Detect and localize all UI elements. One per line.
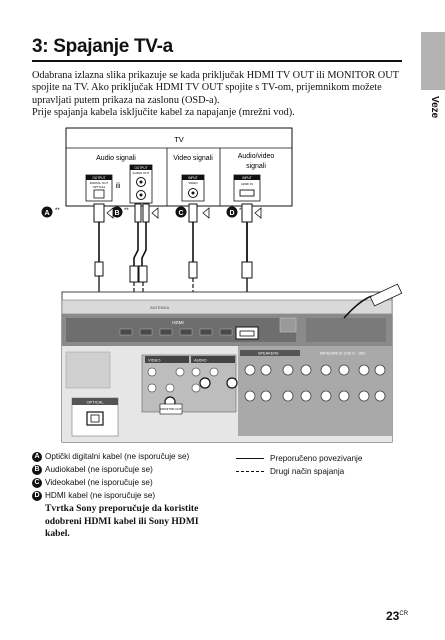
or-label: ili xyxy=(116,183,121,190)
svg-text:AUDIO OUT: AUDIO OUT xyxy=(133,171,150,175)
svg-text:D: D xyxy=(229,210,234,217)
tv-audio-out-port: OUTPUT AUDIO OUT xyxy=(129,164,153,204)
rear-audio-label: AUDIO xyxy=(194,358,207,363)
side-tab-marker xyxy=(421,32,445,90)
svg-text:**: ** xyxy=(124,208,129,214)
rear-optical-label: OPTICAL xyxy=(86,400,104,405)
badge-c-icon: C xyxy=(32,477,42,488)
intro-line: Prije spajanja kabela isključite kabel z… xyxy=(32,107,295,119)
audio-signals-label: Audio signali xyxy=(96,155,136,162)
heading-rule xyxy=(32,60,402,62)
svg-text:*: * xyxy=(239,208,242,214)
tv-hdmi-in-port: INPUT HDMI IN xyxy=(233,174,261,202)
svg-text:OUTPUT: OUTPUT xyxy=(134,166,147,170)
receiver-rear-panel: ANTENNA HDMI VIDEO AUDIO MONITOR OUT xyxy=(61,291,393,443)
badge-c: C xyxy=(175,206,187,218)
tv-label: TV xyxy=(174,135,184,144)
svg-text:OUTPUT: OUTPUT xyxy=(92,176,105,180)
tv-optical-port: OUTPUT DIGITAL OUT OPTICAL xyxy=(85,174,113,202)
page-number: 23CR xyxy=(386,609,409,623)
legend-recommended: Preporučeno povezivanje xyxy=(236,452,362,465)
direction-arrows xyxy=(106,207,262,219)
solid-line-icon xyxy=(236,458,264,459)
svg-text:INPUT: INPUT xyxy=(188,176,198,180)
rear-monitor-out-label: MONITOR OUT xyxy=(160,407,181,411)
svg-text:A: A xyxy=(44,210,49,217)
badge-d-icon: D xyxy=(32,490,42,501)
av-signals-label-2: signali xyxy=(246,163,266,170)
intro-line: spojite na TV. Ako priključak HDMI TV OU… xyxy=(32,82,382,94)
intro-text: Odabrana izlazna slika prikazuje se kada… xyxy=(32,70,412,120)
svg-text:DIGITAL OUT: DIGITAL OUT xyxy=(90,181,109,185)
svg-text:C: C xyxy=(178,210,183,217)
legend-alternative: Drugi način spajanja xyxy=(236,465,362,478)
rear-impedance-label: IMPEDANCE USE 6 - 16Ω xyxy=(320,352,365,356)
badge-a-icon: A xyxy=(32,451,42,462)
section-heading: 3: Spajanje TV-a xyxy=(32,36,173,57)
svg-text:**: ** xyxy=(55,208,60,214)
svg-text:HDMI IN: HDMI IN xyxy=(241,182,253,186)
intro-line: Odabrana izlazna slika prikazuje se kada… xyxy=(32,70,399,81)
dashed-line-icon xyxy=(236,471,264,472)
av-signals-label: Audio/video xyxy=(238,153,275,160)
rear-speakers-label: SPEAKERS xyxy=(258,352,279,356)
badge-b-icon: B xyxy=(32,464,42,475)
hdmi-note: Tvrtka Sony preporučuje da koristite odo… xyxy=(45,503,199,539)
svg-text:INPUT: INPUT xyxy=(242,176,252,180)
rear-hdmi-label: HDMI xyxy=(172,320,184,325)
badge-a: A ** xyxy=(41,206,60,218)
svg-text:VIDEO: VIDEO xyxy=(188,181,198,185)
svg-text:OPTICAL: OPTICAL xyxy=(93,185,106,189)
rear-video-label: VIDEO xyxy=(148,358,160,363)
tv-video-in-port: INPUT VIDEO xyxy=(181,174,205,202)
svg-text:B: B xyxy=(114,210,119,217)
badge-d: D * xyxy=(226,206,242,218)
video-signals-label: Video signali xyxy=(173,155,213,162)
intro-line: upravljati putem prikaza na zaslonu (OSD… xyxy=(32,94,220,106)
line-style-legend: Preporučeno povezivanje Drugi način spaj… xyxy=(236,452,362,478)
badge-b: B ** xyxy=(111,206,129,218)
svg-text:ANTENNA: ANTENNA xyxy=(150,305,169,310)
antenna-cable xyxy=(343,283,403,319)
